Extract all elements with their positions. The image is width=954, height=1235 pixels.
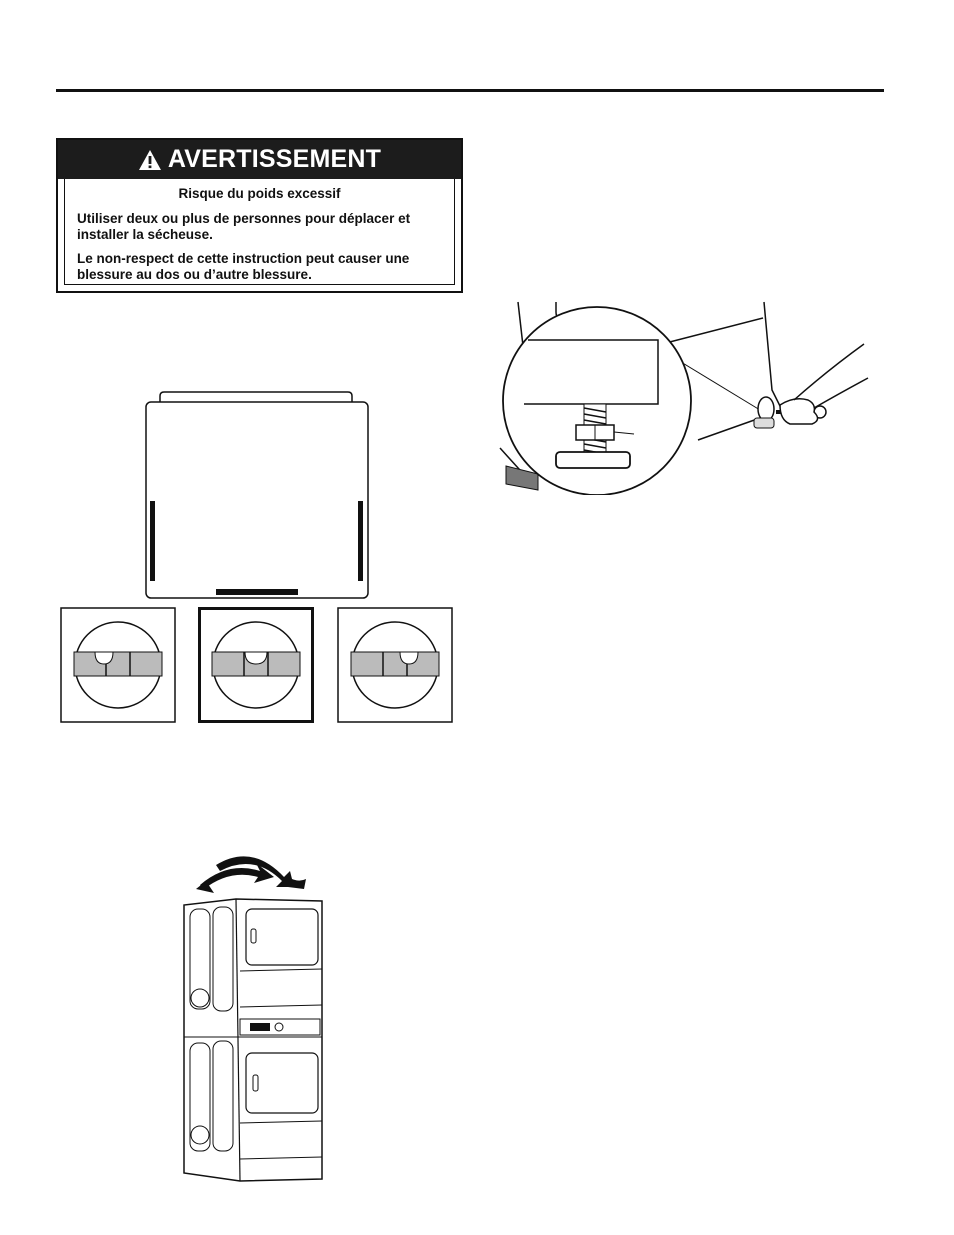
level-indicator-center — [198, 607, 314, 723]
warning-paragraph-1: Utiliser deux ou plus de personnes pour … — [77, 211, 411, 242]
stacked-laundry-illustration — [183, 856, 323, 1182]
header-rule — [56, 89, 884, 92]
warning-triangle-icon — [138, 149, 161, 170]
warning-title: AVERTISSEMENT — [167, 145, 382, 173]
warning-header: AVERTISSEMENT — [58, 140, 461, 179]
level-indicator-left — [60, 607, 176, 723]
warning-body: Risque du poids excessif Utiliser deux o… — [64, 179, 455, 285]
warning-box: AVERTISSEMENT Risque du poids excessif U… — [56, 138, 463, 293]
warning-subtitle: Risque du poids excessif — [178, 186, 341, 201]
warning-paragraph-2: Le non-respect de cette instruction peut… — [77, 251, 410, 282]
dryer-top-illustration — [145, 391, 369, 599]
level-indicator-right — [337, 607, 453, 723]
leveling-foot-illustration — [499, 301, 869, 495]
